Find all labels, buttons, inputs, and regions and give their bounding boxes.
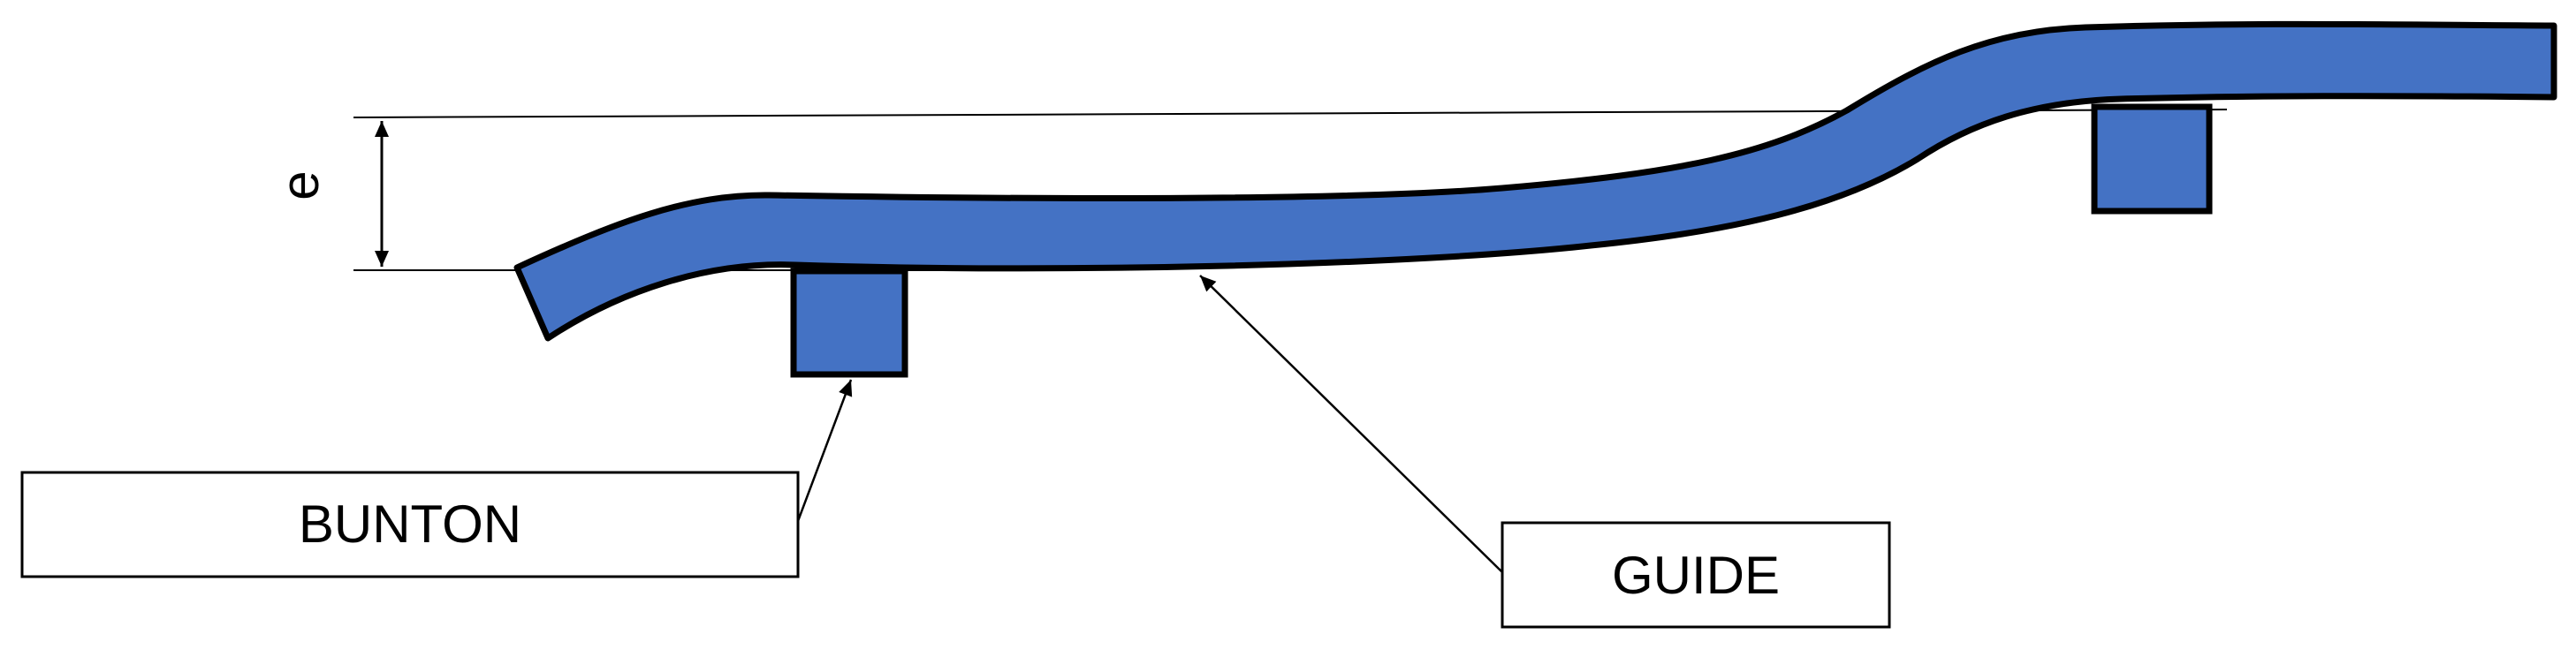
guide-leader-line <box>1199 275 1503 573</box>
dimension-e-label: e <box>270 170 330 200</box>
bunton-block-left <box>790 268 908 378</box>
bunton-label-box: BUNTON <box>20 471 800 578</box>
guide-beam <box>513 20 2557 342</box>
guide-label-box: GUIDE <box>1501 521 1891 629</box>
guide-label: GUIDE <box>1612 546 1780 605</box>
bunton-leader-line <box>796 379 853 522</box>
bunton-block-right <box>2091 103 2213 215</box>
bunton-label: BUNTON <box>299 495 521 554</box>
